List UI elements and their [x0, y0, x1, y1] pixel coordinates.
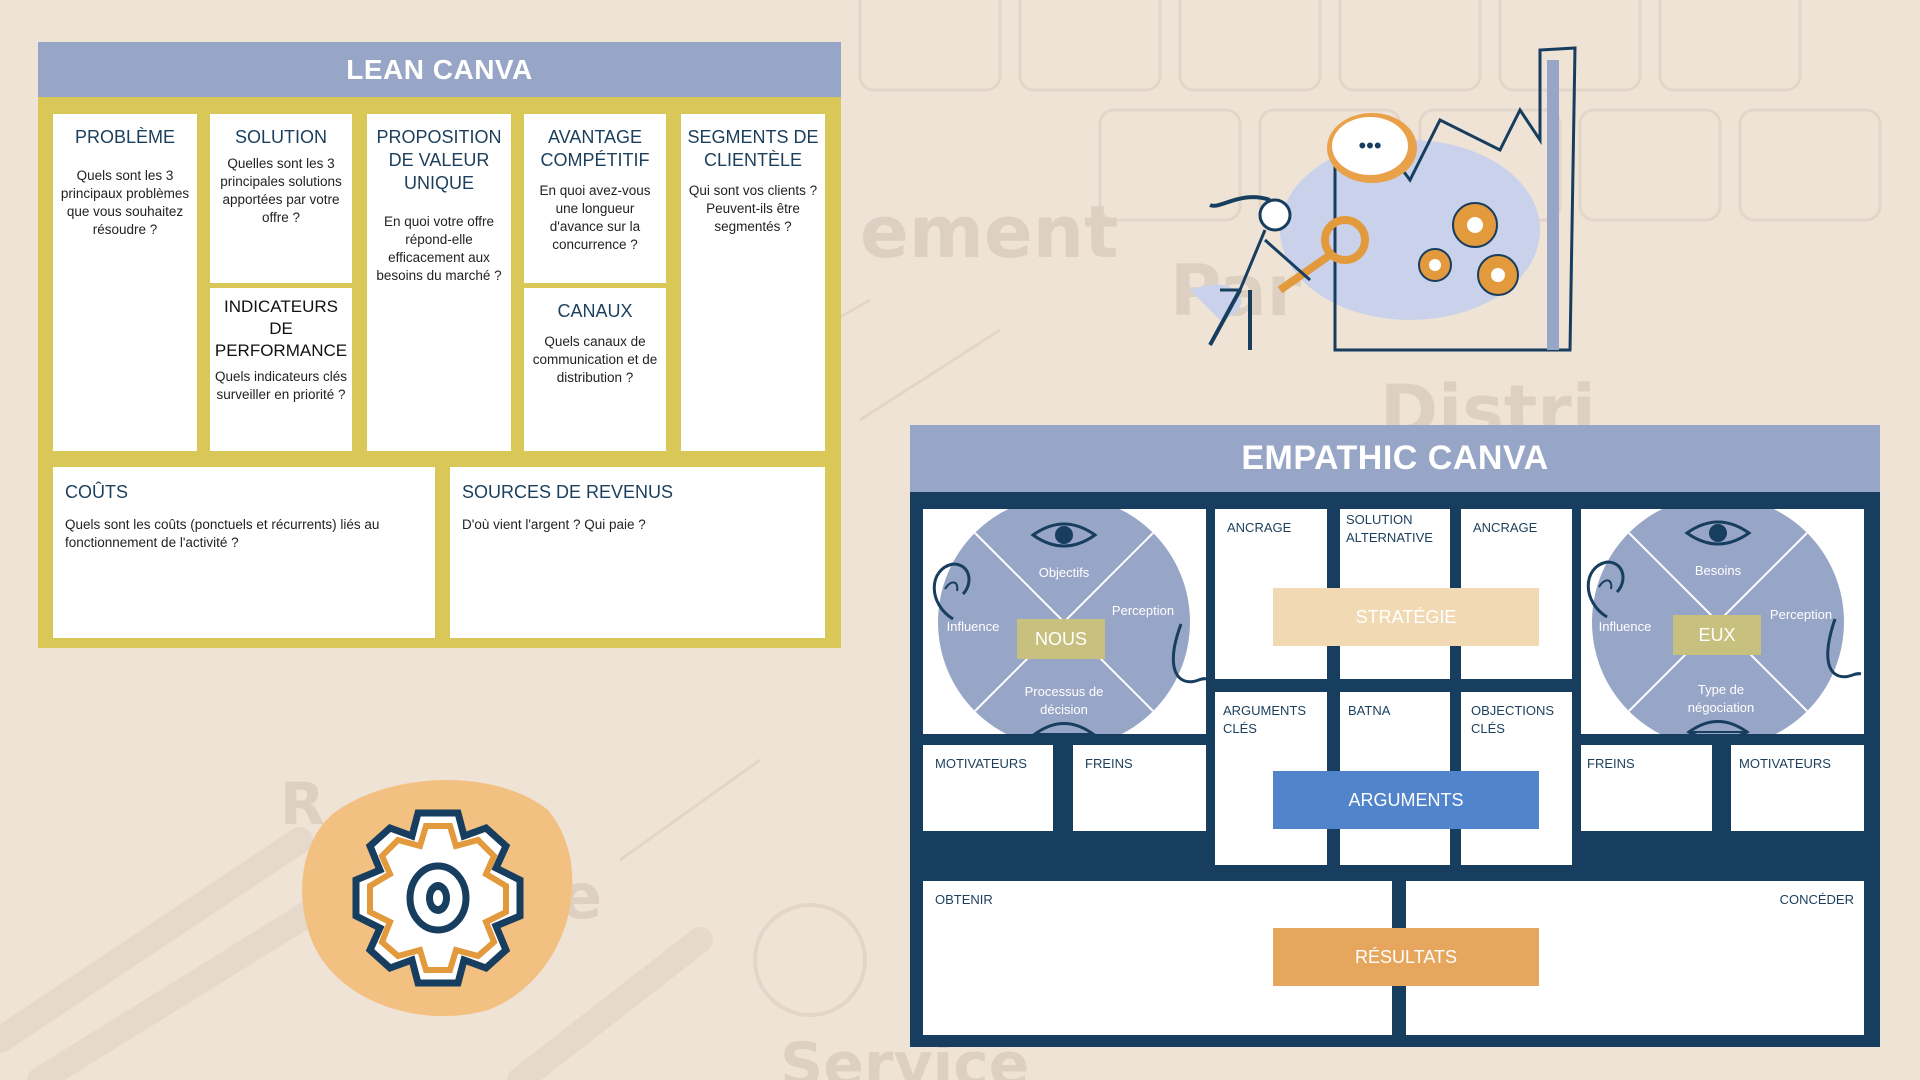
cell-description: Quelles sont les 3 principales solutions… — [220, 156, 342, 225]
lean-cell-segments: SEGMENTS DE CLIENTÈLE Qui sont vos clien… — [681, 114, 825, 451]
cell-label: CONCÉDER — [1779, 892, 1854, 907]
eye-icon — [1684, 520, 1752, 546]
empathic-canva-title: EMPATHIC CANVA — [1241, 439, 1549, 477]
gear-badge-illustration — [302, 780, 573, 1017]
nous-center-label: NOUS — [1017, 619, 1105, 659]
resultats-band: RÉSULTATS — [1273, 928, 1539, 986]
cell-label: MOTIVATEURS — [935, 756, 1027, 771]
lean-canva-title: LEAN CANVA — [346, 54, 533, 85]
cell-title: PROBLÈME — [74, 127, 176, 147]
cell-title: SEGMENTS DE CLIENTÈLE — [687, 127, 819, 170]
lean-cell-revenus: SOURCES DE REVENUS D'où vient l'argent ?… — [450, 467, 825, 638]
freins-left-cell: FREINS — [1073, 745, 1206, 831]
eux-center-label: EUX — [1673, 615, 1761, 655]
cell-description: Quels indicateurs clés surveiller en pri… — [214, 369, 348, 402]
eux-top-label: Besoins — [1694, 563, 1742, 578]
lean-cell-probleme: PROBLÈME Quels sont les 3 principaux pro… — [53, 114, 197, 451]
empathic-canva-header: EMPATHIC CANVA — [910, 425, 1880, 492]
cell-title: SOURCES DE REVENUS — [462, 482, 674, 502]
cell-title: CANAUX — [557, 301, 633, 321]
cell-label: FREINS — [1587, 756, 1635, 771]
cell-label: ANCRAGE — [1227, 520, 1292, 535]
cell-description: D'où vient l'argent ? Qui paie ? — [462, 517, 646, 532]
cell-label: OBTENIR — [935, 892, 993, 907]
motivateurs-left-cell: MOTIVATEURS — [923, 745, 1053, 831]
cell-description: Qui sont vos clients ? Peuvent-ils être … — [688, 183, 818, 234]
cell-description: Quels sont les coûts (ponctuels et récur… — [65, 517, 380, 550]
mouth-icon — [1032, 722, 1096, 734]
eye-icon — [1030, 522, 1098, 548]
cell-label: OBJECTIONS CLÉS — [1471, 703, 1555, 736]
lean-cell-canaux: CANAUX Quels canaux de communication et … — [524, 288, 666, 451]
arguments-band: ARGUMENTS — [1273, 771, 1539, 829]
cell-description: En quoi avez-vous une longueur d'avance … — [539, 183, 651, 252]
nose-icon — [1171, 623, 1206, 684]
motivateurs-right-cell: MOTIVATEURS — [1731, 745, 1864, 831]
nous-right-label: Perception — [1111, 603, 1175, 618]
eux-right-label: Perception — [1769, 607, 1833, 622]
cell-label: MOTIVATEURS — [1739, 756, 1831, 771]
strategie-band: STRATÉGIE — [1273, 588, 1539, 646]
mouth-icon — [1686, 720, 1750, 734]
cell-title: SOLUTION — [234, 127, 327, 147]
lean-cell-indicateurs: INDICATEURS DE PERFORMANCE Quels indicat… — [210, 288, 352, 451]
lean-cell-couts: COÛTS Quels sont les coûts (ponctuels et… — [53, 467, 435, 638]
cell-title: COÛTS — [65, 482, 128, 502]
cell-label: FREINS — [1085, 756, 1133, 771]
cell-title: AVANTAGE COMPÉTITIF — [540, 127, 650, 170]
nous-panel: Objectifs Influence Perception Processus… — [923, 509, 1206, 734]
cell-label: BATNA — [1348, 703, 1391, 718]
ear-icon — [1586, 560, 1625, 619]
nose-icon — [1826, 618, 1862, 679]
freins-right-cell: FREINS — [1581, 745, 1712, 831]
ear-icon — [932, 562, 971, 621]
cell-label: SOLUTION ALTERNATIVE — [1346, 512, 1433, 545]
lean-cell-avantage: AVANTAGE COMPÉTITIF En quoi avez-vous un… — [524, 114, 666, 283]
cell-title: PROPOSITION DE VALEUR UNIQUE — [376, 127, 502, 193]
svg-text:•••: ••• — [1358, 133, 1381, 158]
cell-description: En quoi votre offre répond-elle efficace… — [376, 214, 502, 283]
eux-panel: Besoins Influence Perception Type de nég… — [1581, 509, 1864, 734]
lean-cell-solution: SOLUTION Quelles sont les 3 principales … — [210, 114, 352, 283]
cell-label: ANCRAGE — [1473, 520, 1538, 535]
lean-canva: LEAN CANVA PROBLÈME Quels sont les 3 pri… — [38, 42, 841, 648]
nous-left-label: Influence — [946, 619, 1000, 634]
nous-bottom-label: Processus de décision — [1024, 684, 1104, 717]
eux-bottom-label: Type de négociation — [1687, 682, 1755, 715]
cell-title: INDICATEURS DE PERFORMANCE — [214, 297, 348, 360]
cell-description: Quels canaux de communication et de dist… — [532, 334, 658, 385]
nous-top-label: Objectifs — [1038, 565, 1090, 580]
empathic-canva: EMPATHIC CANVA Objectifs Influen — [910, 425, 1880, 1047]
cell-description: Quels sont les 3 principaux problèmes qu… — [60, 168, 190, 237]
cell-label: ARGUMENTS CLÉS — [1223, 703, 1307, 736]
eux-left-label: Influence — [1598, 619, 1652, 634]
person-magnifier-factory-illustration: ••• — [1190, 46, 1577, 352]
lean-cell-proposition: PROPOSITION DE VALEUR UNIQUE En quoi vot… — [367, 114, 511, 451]
lean-canva-header: LEAN CANVA — [38, 42, 841, 97]
